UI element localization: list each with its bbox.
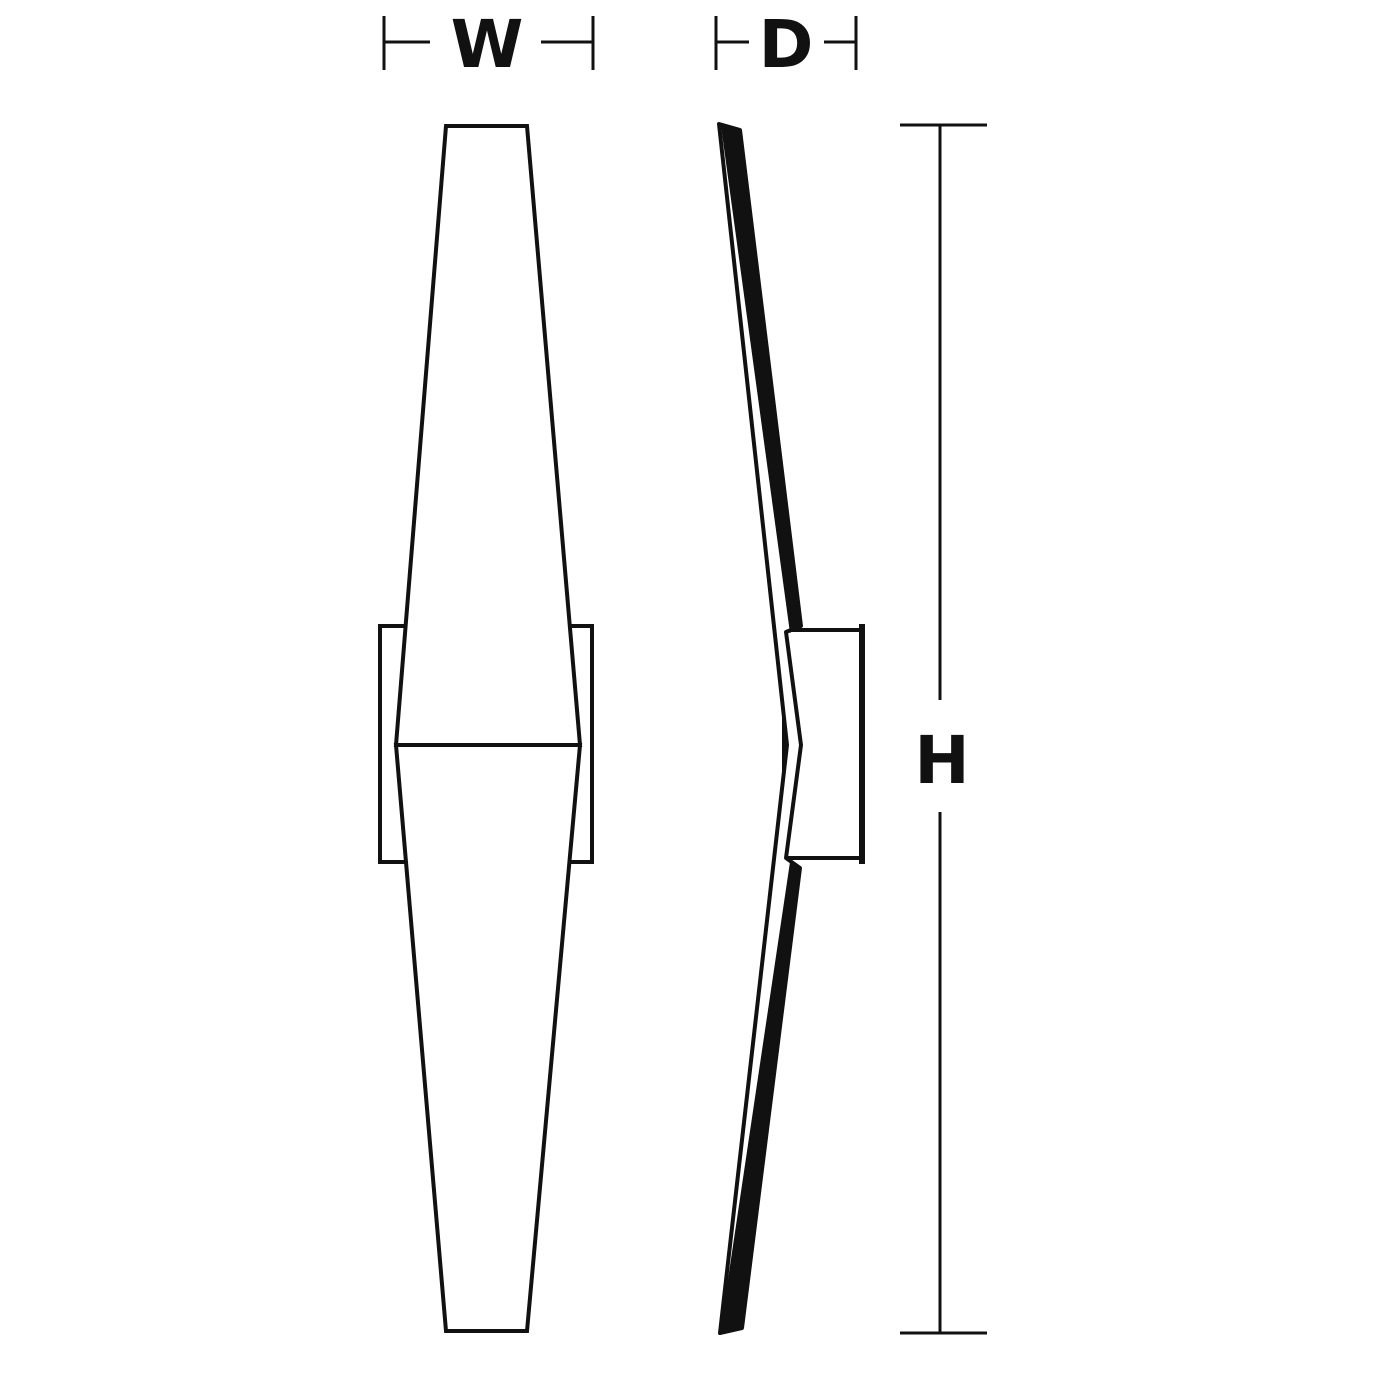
height-label: H bbox=[914, 722, 969, 799]
front-view bbox=[378, 124, 594, 1333]
side-upper-shade-thickness bbox=[721, 126, 801, 633]
front-upper-shade bbox=[393, 124, 583, 747]
width-dimension bbox=[382, 16, 595, 70]
front-lower-shade bbox=[393, 743, 583, 1333]
side-lower-shade-thickness bbox=[720, 862, 800, 1333]
side-view bbox=[717, 122, 865, 1335]
depth-dimension bbox=[714, 16, 858, 70]
depth-label: D bbox=[759, 6, 814, 83]
width-label: W bbox=[451, 6, 524, 83]
height-dimension bbox=[900, 123, 987, 1335]
